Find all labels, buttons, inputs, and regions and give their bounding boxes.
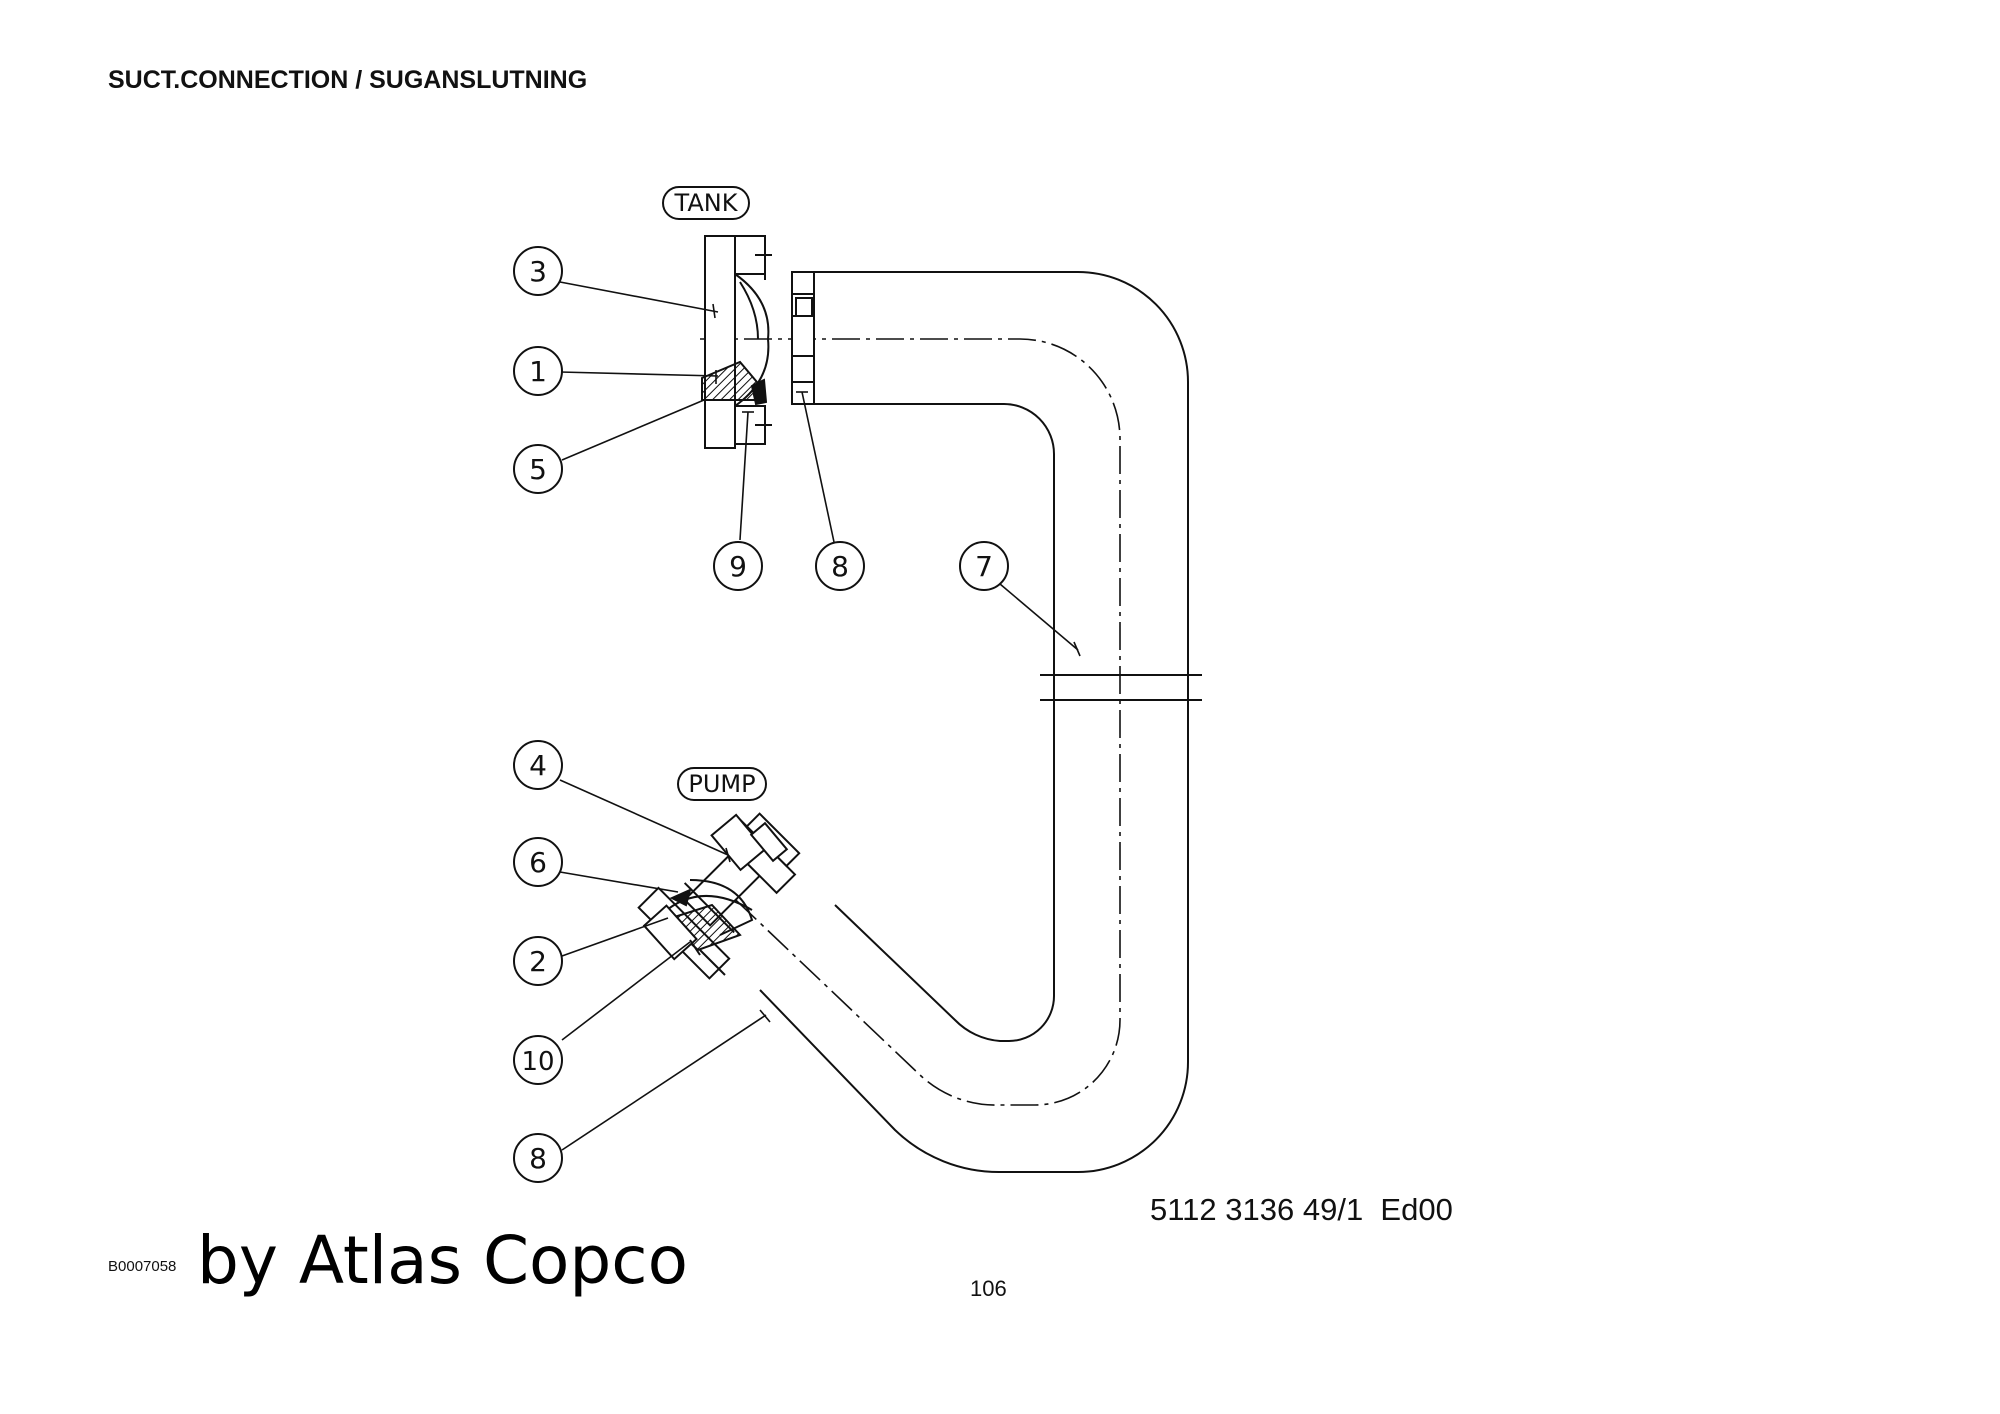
svg-text:6: 6 <box>529 846 547 879</box>
tank-tag: TANK <box>662 186 750 220</box>
callout-item-6: 6 <box>513 837 563 887</box>
svg-text:10: 10 <box>521 1047 554 1077</box>
svg-text:8: 8 <box>529 1142 547 1175</box>
tank-flange-assembly <box>701 235 815 449</box>
drawing-code: B0007058 <box>108 1258 177 1275</box>
svg-text:TANK: TANK <box>674 189 739 217</box>
svg-text:PUMP: PUMP <box>688 770 755 798</box>
page-title: SUCT.CONNECTION / SUGANSLUTNING <box>108 66 588 94</box>
callout-item-8-tank: 8 <box>815 541 865 591</box>
pump-tag: PUMP <box>677 767 767 801</box>
svg-text:7: 7 <box>975 550 993 583</box>
callout-item-7: 7 <box>959 541 1009 591</box>
svg-text:4: 4 <box>529 749 547 782</box>
callout-item-5: 5 <box>513 444 563 494</box>
svg-text:5: 5 <box>529 453 547 486</box>
callout-item-10: 10 <box>513 1035 563 1085</box>
document-number: 5112 3136 49/1 Ed00 <box>1150 1192 1453 1227</box>
callout-item-4: 4 <box>513 740 563 790</box>
svg-text:3: 3 <box>529 255 547 288</box>
callout-item-8-pump: 8 <box>513 1133 563 1183</box>
callout-item-9: 9 <box>713 541 763 591</box>
svg-text:8: 8 <box>831 550 849 583</box>
svg-text:2: 2 <box>529 945 547 978</box>
svg-text:1: 1 <box>529 355 547 388</box>
callout-item-3: 3 <box>513 246 563 296</box>
suction-pipe <box>700 271 1202 1174</box>
pump-flange-assembly <box>637 812 801 980</box>
callout-item-1: 1 <box>513 346 563 396</box>
leader-lines <box>559 281 1081 1151</box>
callout-item-2: 2 <box>513 936 563 986</box>
page-number: 106 <box>970 1276 1007 1301</box>
watermark: by Atlas Copco <box>197 1222 688 1299</box>
svg-text:9: 9 <box>729 550 747 583</box>
